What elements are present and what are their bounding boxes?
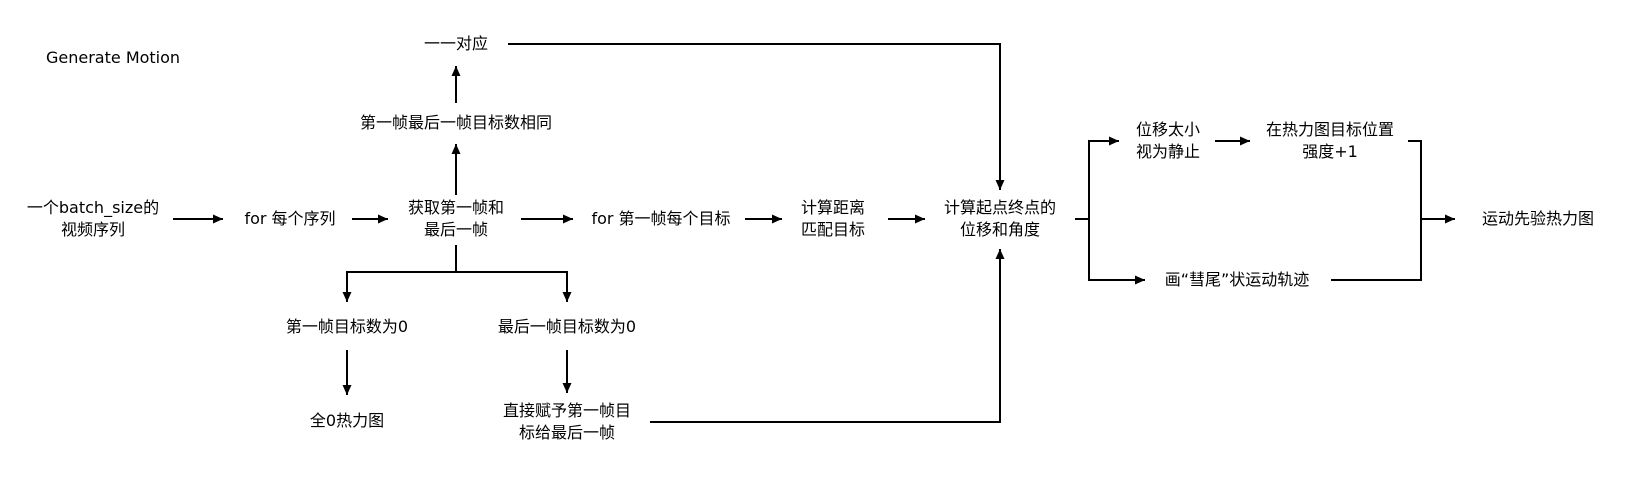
node-last-frame-zero-line-1: 最后一帧目标数为0: [497, 317, 637, 336]
node-compute-displacement: 计算起点终点的 位移和角度: [944, 197, 1056, 241]
node-for-each-target: for 第一帧每个目标: [591, 208, 730, 230]
node-motion-prior-heatmap-line-1: 运动先验热力图: [1481, 209, 1595, 228]
node-all-zero-heatmap-line-1: 全0热力图: [309, 411, 385, 430]
node-same-target-count-line-1: 第一帧最后一帧目标数相同: [359, 113, 553, 132]
edge-comet-to-output: [1331, 214, 1455, 281]
node-comet-trajectory-line-1: 画“彗尾”状运动轨迹: [1164, 270, 1310, 289]
node-get-frames: 获取第一帧和 最后一帧: [408, 197, 504, 241]
node-compute-displacement-line-2: 位移和角度: [959, 220, 1041, 239]
node-assign-targets-line-1: 直接赋予第一帧目: [502, 401, 632, 420]
node-comet-trajectory: 画“彗尾”状运动轨迹: [1165, 269, 1310, 291]
node-heatmap-increment-line-1: 在热力图目标位置: [1265, 120, 1395, 139]
node-for-each-sequence: for 每个序列: [244, 208, 335, 230]
diagram-title: Generate Motion: [46, 48, 181, 67]
edge-one-to-one-to-compute: [508, 43, 1005, 190]
node-input-line-2: 视频序列: [60, 220, 126, 239]
edge-heat-plus-to-output: [1408, 140, 1422, 219]
node-input: 一个batch_size的 视频序列: [27, 197, 159, 241]
node-for-each-sequence-line-1: for 每个序列: [244, 209, 336, 228]
node-first-frame-zero-line-1: 第一帧目标数为0: [285, 317, 409, 336]
node-first-frame-zero: 第一帧目标数为0: [286, 316, 408, 338]
node-one-to-one: 一一对应: [424, 33, 488, 55]
edge-get-frames-to-first-zero: [342, 245, 457, 302]
edge-get-frames-to-last-zero: [456, 271, 572, 302]
node-assign-targets: 直接赋予第一帧目 标给最后一帧: [503, 400, 631, 444]
edge-assign-to-compute: [650, 249, 1005, 423]
node-assign-targets-line-2: 标给最后一帧: [518, 423, 616, 442]
node-compute-displacement-line-1: 计算起点终点的: [943, 198, 1057, 217]
node-heatmap-increment-line-2: 强度+1: [1302, 142, 1358, 161]
node-match-targets-line-1: 计算距离: [800, 198, 866, 217]
node-get-frames-line-1: 获取第一帧和: [407, 198, 505, 217]
node-get-frames-line-2: 最后一帧: [423, 220, 489, 239]
node-one-to-one-line-1: 一一对应: [423, 34, 489, 53]
edge-compute-to-too-small: [1075, 136, 1119, 220]
node-match-targets: 计算距离 匹配目标: [801, 197, 865, 241]
node-input-line-1: 一个batch_size的: [26, 198, 160, 217]
node-for-each-target-line-1: for 第一帧每个目标: [591, 209, 731, 228]
node-last-frame-zero: 最后一帧目标数为0: [498, 316, 636, 338]
node-heatmap-increment: 在热力图目标位置 强度+1: [1266, 119, 1394, 163]
node-too-small-static-line-2: 视为静止: [1135, 142, 1201, 161]
node-motion-prior-heatmap: 运动先验热力图: [1482, 208, 1594, 230]
node-too-small-static: 位移太小 视为静止: [1136, 119, 1200, 163]
edge-compute-to-comet: [1088, 219, 1145, 285]
node-too-small-static-line-1: 位移太小: [1135, 120, 1201, 139]
node-same-target-count: 第一帧最后一帧目标数相同: [360, 112, 552, 134]
node-match-targets-line-2: 匹配目标: [800, 220, 866, 239]
node-all-zero-heatmap: 全0热力图: [310, 410, 384, 432]
